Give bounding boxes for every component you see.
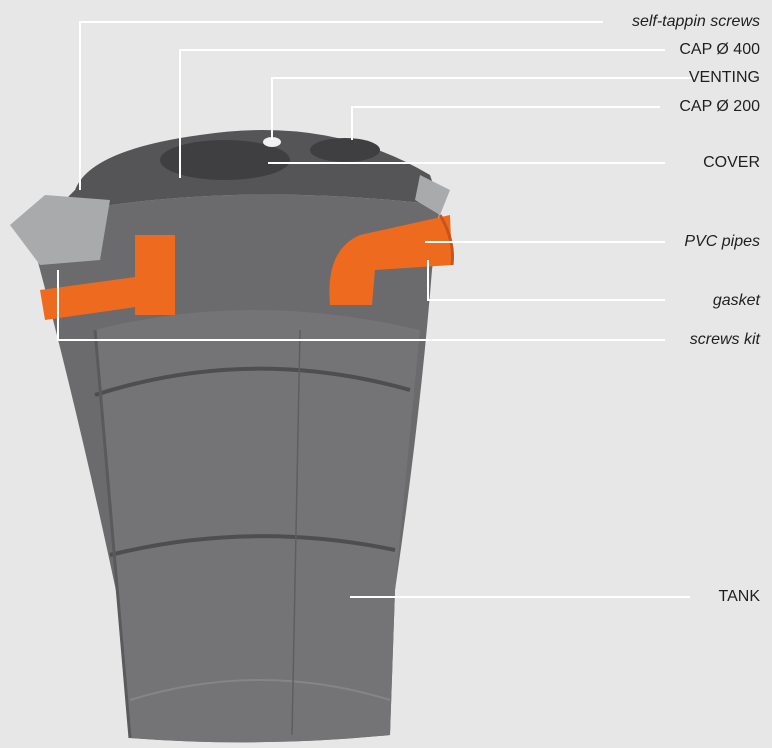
cover	[10, 130, 450, 265]
tank-body	[38, 194, 440, 743]
label-screws-kit: screws kit	[689, 331, 760, 348]
label-cap-200: CAP Ø 200	[679, 98, 760, 115]
venting-cap	[263, 137, 281, 147]
leader-lines	[57, 21, 696, 598]
label-cap-400: CAP Ø 400	[679, 41, 760, 58]
label-venting: VENTING	[688, 69, 760, 86]
label-tank: TANK	[718, 588, 760, 605]
label-pvc-pipes: PVC pipes	[684, 233, 760, 250]
pvc-pipes	[40, 214, 454, 320]
label-gasket: gasket	[712, 292, 760, 309]
label-cover: COVER	[703, 154, 760, 171]
side-flange	[10, 195, 110, 265]
label-self-tapping-screws: self-tappin screws	[631, 13, 760, 30]
